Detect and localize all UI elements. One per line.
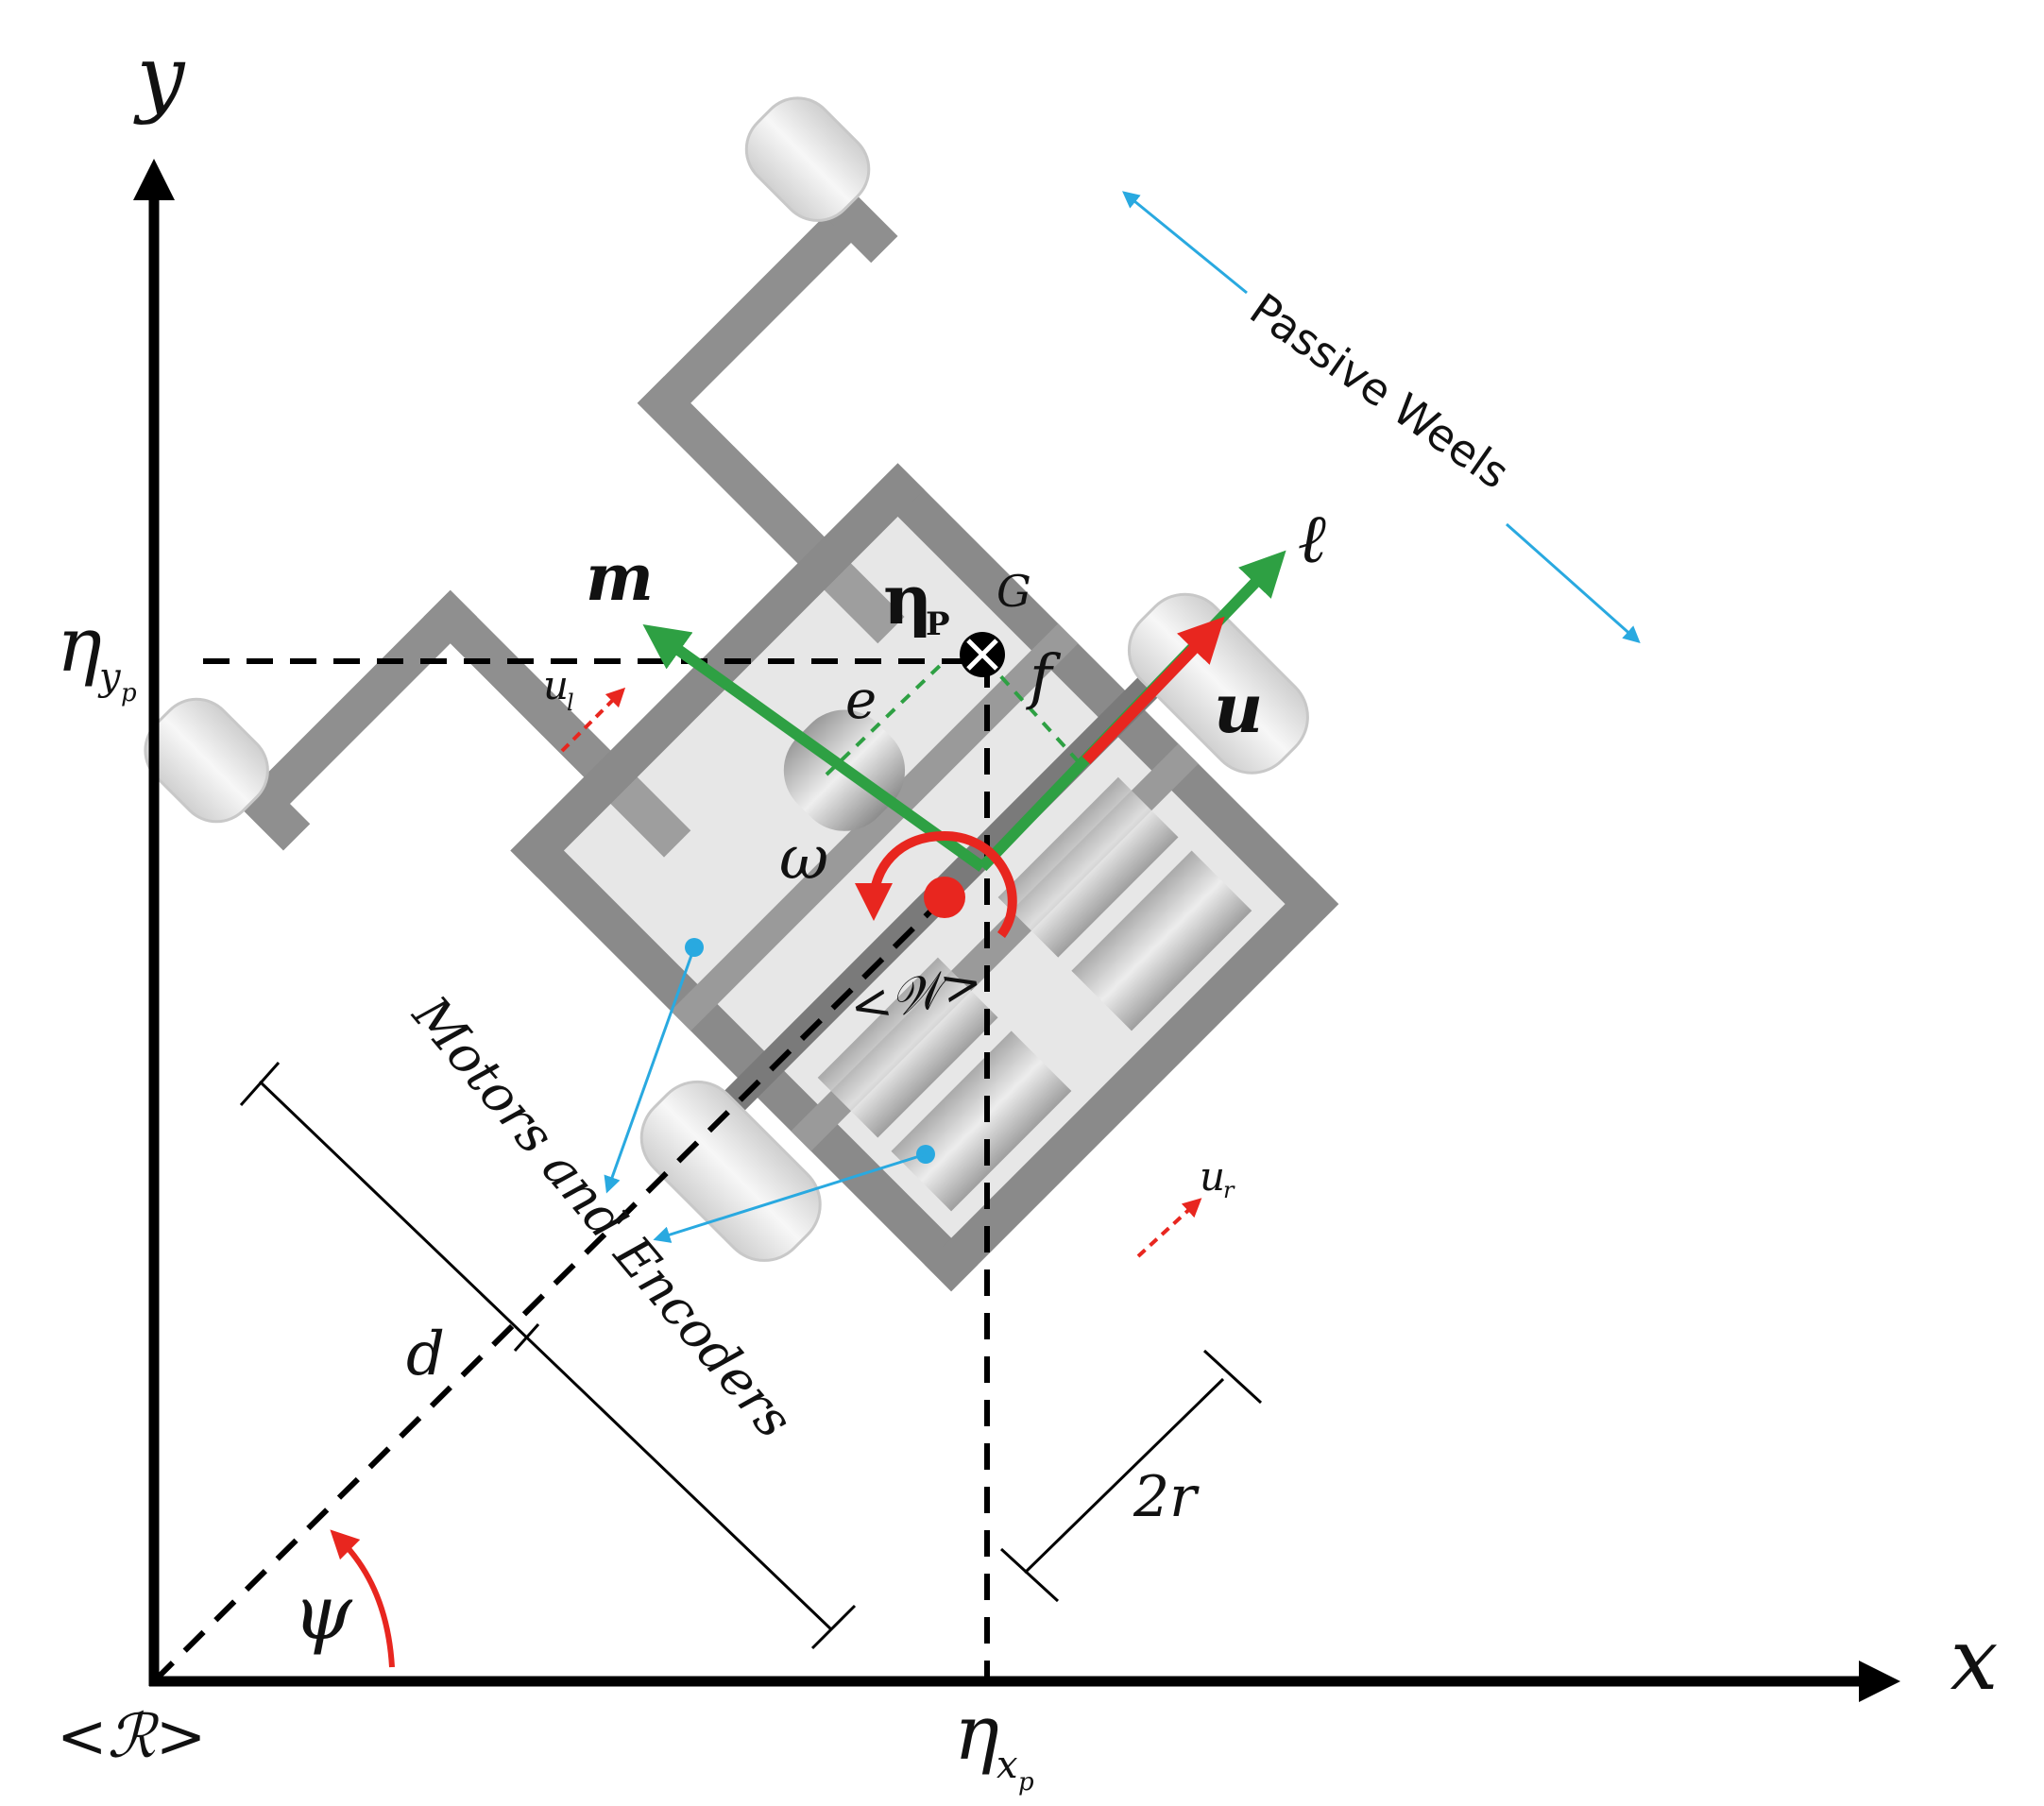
ur-label: u r — [1200, 1153, 1235, 1203]
drive-wheels — [639, 592, 1309, 1262]
heading-dashed-line — [151, 894, 947, 1684]
u-label: u — [1214, 668, 1263, 748]
robot-body — [144, 96, 1339, 1292]
ur-arrow — [1136, 1198, 1202, 1258]
svg-text:η: η — [954, 1689, 999, 1777]
svg-text:p: p — [121, 679, 137, 707]
svg-text:r: r — [1223, 1177, 1235, 1203]
passive-wheels-pointer-top — [1122, 191, 1248, 295]
point-G — [960, 632, 1005, 677]
m-axis-arrow — [642, 624, 986, 872]
svg-text:u: u — [1200, 1153, 1225, 1200]
svg-text:l: l — [567, 690, 574, 716]
motors-pointer-1 — [604, 946, 696, 1194]
ul-label: u l — [543, 662, 574, 716]
frame-R-label: <ℛ> — [57, 1702, 206, 1772]
motors-pointer-2 — [653, 1152, 927, 1243]
passive-wheels-pointer-bottom — [1506, 522, 1641, 643]
svg-text:p: p — [1018, 1768, 1034, 1797]
e-dashed-line — [825, 659, 946, 776]
eta-p-label: η P — [883, 559, 950, 643]
u-velocity-arrow — [1082, 616, 1225, 765]
d-dimension — [239, 1062, 857, 1650]
point-W — [924, 877, 965, 918]
two-r-label: 2r — [1133, 1464, 1200, 1530]
svg-text:x: x — [996, 1744, 1018, 1787]
passive-wheels-label: Passive Weels — [1241, 283, 1519, 499]
psi-arc — [330, 1529, 395, 1668]
m-label: m — [586, 540, 654, 616]
G-label: G — [996, 566, 1031, 617]
two-r-dimension — [999, 1349, 1263, 1603]
svg-text:P: P — [926, 605, 950, 643]
l-label: ℓ — [1299, 498, 1328, 578]
eta-yp-label: η y p — [57, 601, 137, 707]
e-label: e — [845, 670, 877, 731]
eta-xp-label: η x p — [954, 1689, 1034, 1797]
passive-wheels — [144, 96, 871, 824]
f-dashed-line — [985, 659, 1083, 767]
y-axis-label: y — [133, 27, 186, 127]
svg-text:η: η — [883, 559, 932, 639]
svg-text:η: η — [57, 601, 102, 689]
ul-arrow — [560, 687, 626, 753]
svg-text:u: u — [543, 662, 569, 708]
svg-text:y: y — [97, 656, 122, 699]
x-axis-label: x — [1950, 1610, 1999, 1710]
omega-arc — [855, 830, 1017, 938]
omega-label: ω — [779, 824, 828, 894]
d-label: d — [406, 1320, 445, 1389]
psi-label: ψ — [293, 1569, 353, 1657]
